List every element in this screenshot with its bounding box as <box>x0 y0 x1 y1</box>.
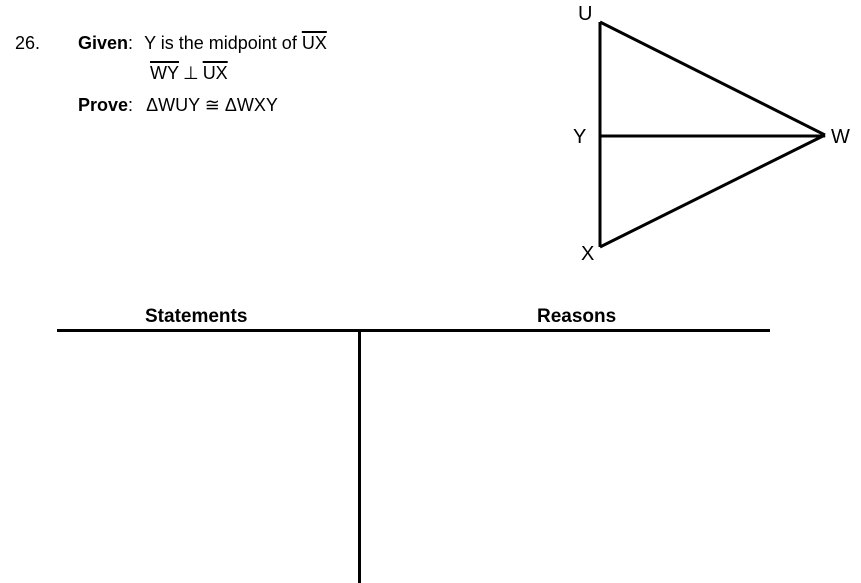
segment-uw-line <box>599 20 826 137</box>
statements-header: Statements <box>145 306 248 327</box>
vertex-label-x: X <box>581 243 594 265</box>
vertex-label-u: U <box>578 3 592 25</box>
reasons-header: Reasons <box>537 306 617 327</box>
prove-statement: ΔWUY ≅ ΔWXY <box>146 95 278 115</box>
given-colon: : <box>128 33 134 53</box>
prove-line: Prove: ΔWUY ≅ ΔWXY <box>78 94 278 116</box>
given-statement-text: Y is the midpoint of <box>144 33 302 53</box>
triangle-figure: U Y X W <box>573 3 850 265</box>
given-line-1: Given: Y is the midpoint of UX <box>78 32 327 54</box>
segment-wy-overline: WY <box>150 63 179 83</box>
perpendicular-symbol: ⊥ <box>183 63 199 83</box>
table-top-rule <box>57 329 770 332</box>
given-line-2: WY⊥UX <box>150 62 228 84</box>
segment-ux-overline: UX <box>301 33 327 53</box>
given-label: Given <box>78 33 129 53</box>
prove-colon: : <box>128 95 134 115</box>
segment-ux-overline-2: UX <box>202 63 228 83</box>
problem-number: 26. <box>15 33 41 53</box>
segment-xw-line <box>599 133 826 249</box>
prove-label: Prove <box>78 95 129 115</box>
table-column-divider <box>358 332 361 583</box>
point-label-y: Y <box>573 126 586 148</box>
vertex-label-w: W <box>831 126 850 148</box>
